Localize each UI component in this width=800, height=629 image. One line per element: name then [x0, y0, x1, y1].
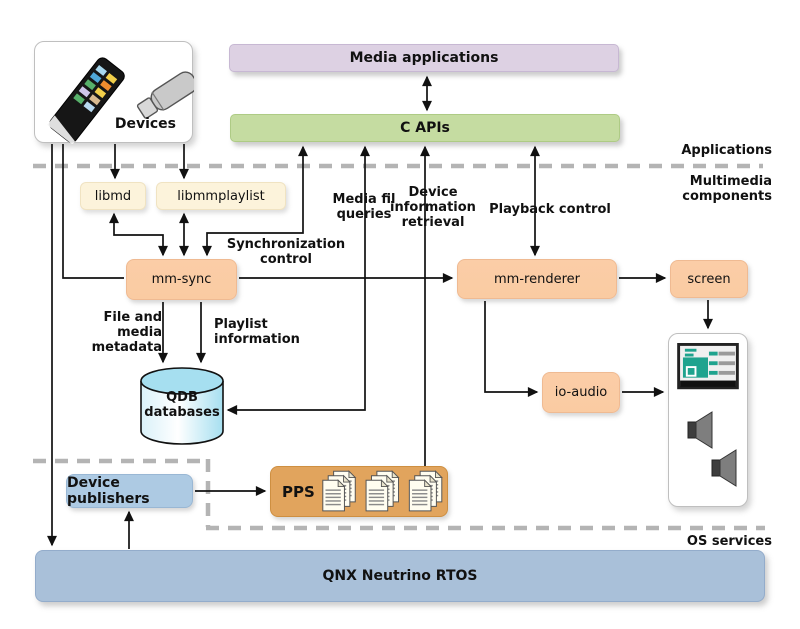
speaker-icon — [687, 411, 713, 449]
display-output-icon — [677, 343, 739, 390]
libmmplaylist-box: libmmplaylist — [156, 182, 286, 210]
libmmplaylist-label: libmmplaylist — [177, 188, 265, 204]
qdb-databases-label: QDB databases — [144, 390, 220, 420]
database-cylinder-icon — [140, 367, 224, 445]
screen-label: screen — [687, 271, 731, 287]
output-box — [668, 333, 748, 507]
speaker-icon — [711, 449, 737, 487]
pps-documents-icon — [321, 467, 447, 516]
devices-box: Devices — [34, 41, 194, 144]
pps-box: PPS — [270, 466, 448, 517]
c-apis-layer: C APIs — [230, 114, 620, 142]
devices-icons — [47, 57, 194, 144]
device-publishers-box: Device publishers — [66, 474, 193, 508]
io-audio-label: io-audio — [554, 385, 608, 400]
synchronization-control-label: Synchronization control — [226, 237, 346, 267]
qnx-rtos-bar: QNX Neutrino RTOS — [35, 550, 765, 602]
playback-control-label: Playback control — [489, 202, 611, 217]
io-audio-box: io-audio — [542, 372, 620, 413]
qnx-rtos-label: QNX Neutrino RTOS — [322, 568, 478, 584]
mm-renderer-box: mm-renderer — [457, 259, 617, 299]
pps-label: PPS — [282, 482, 315, 501]
mm-sync-box: mm-sync — [126, 259, 237, 300]
device-info-retrieval-label: Device information retrieval — [390, 185, 476, 230]
c-apis-label: C APIs — [400, 120, 450, 136]
mm-renderer-label: mm-renderer — [494, 271, 580, 287]
speakers-icon — [687, 411, 737, 487]
media-remote-icon — [47, 57, 125, 144]
device-publishers-label: Device publishers — [67, 475, 150, 507]
media-applications-label: Media applications — [349, 50, 499, 66]
libmd-label: libmd — [94, 188, 132, 204]
file-metadata-label: File and media metadata — [91, 310, 162, 355]
media-applications-layer: Media applications — [229, 44, 619, 72]
screen-box: screen — [670, 260, 748, 298]
playlist-information-label: Playlist information — [214, 317, 300, 347]
devices-label: Devices — [114, 116, 176, 132]
libmd-box: libmd — [80, 182, 146, 210]
applications-section-label: Applications — [681, 143, 772, 158]
multimedia-components-section-label: Multimedia components — [682, 174, 772, 204]
os-services-section-label: OS services — [686, 534, 772, 549]
usb-stick-icon — [136, 71, 194, 119]
mm-sync-label: mm-sync — [151, 272, 212, 287]
